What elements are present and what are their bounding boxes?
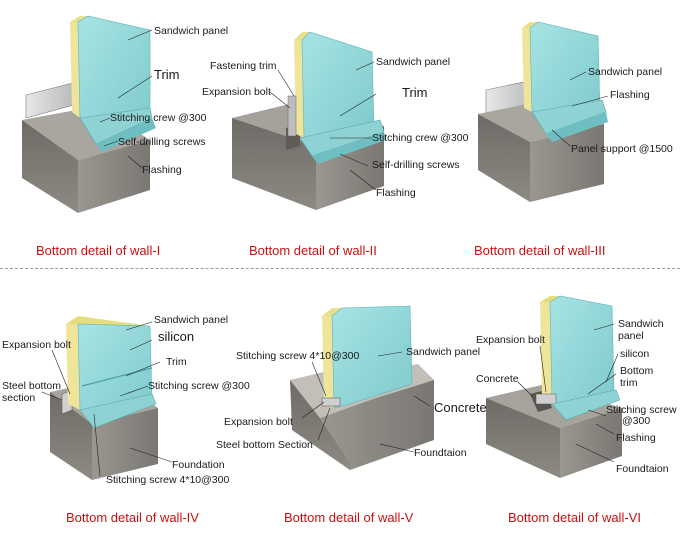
label-flashing: Flashing [616,432,656,444]
label-silicon: silicon [158,329,195,344]
label-expansion-bolt: Expansion bolt [2,339,71,351]
caption-wall-2: Bottom detail of wall-II [249,243,377,258]
wall-1-figure [22,15,156,213]
caption-wall-3: Bottom detail of wall-III [474,243,606,258]
label-sandwich-panel: Sandwich panel [154,25,229,37]
label-sandwich-panel: Sandwich panel [154,314,229,326]
caption-wall-5: Bottom detail of wall-V [284,510,414,525]
label-stitching-crew: Stitching crew @300 [372,132,469,144]
label-stitching-crew: Stitching crew @300 [110,112,207,124]
label-stitching-at300: @300 [622,415,651,427]
label-panel: panel [618,330,644,342]
wall-3-figure [478,21,609,202]
caption-wall-4: Bottom detail of wall-IV [66,510,199,525]
label-sandwich-panel: Sandwich panel [588,66,663,78]
label-concrete: Concrete [434,400,487,415]
label-trim: trim [620,377,638,389]
label-self-drilling-screws: Self-drilling screws [372,159,460,171]
wall-2-figure [232,31,386,210]
label-stitching-screw-4x10: Stitching screw 4*10@300 [236,350,360,362]
label-trim: Trim [402,85,428,100]
label-flashing: Flashing [610,89,650,101]
label-steel-bottom: Steel bottom [2,380,61,392]
label-self-drilling-screws: Self-drilling screws [118,136,206,148]
label-panel-support: Panel support @1500 [571,143,673,155]
label-foundation: Foundtaion [414,447,467,459]
wall-6-figure [486,295,622,478]
label-silicon: silicon [620,348,650,360]
label-flashing: Flashing [376,187,416,199]
label-flashing: Flashing [142,164,182,176]
section-divider [0,268,680,269]
label-foundation: Foundation [172,459,225,471]
label-expansion-bolt: Expansion bolt [224,416,293,428]
label-expansion-bolt: Expansion bolt [202,86,271,98]
label-expansion-bolt: Expansion bolt [476,334,545,346]
label-trim: Trim [154,67,180,82]
label-fastening-trim: Fastening trim [210,60,277,72]
label-stitching-screw-4x10: Stitching screw 4*10@300 [106,474,230,486]
label-bottom: Bottom [620,365,654,377]
label-stitching-screw: Stitching screw @300 [148,380,250,392]
wall-5-figure [290,305,434,470]
caption-wall-6: Bottom detail of wall-VI [508,510,641,525]
label-sandwich: Sandwich [618,318,664,330]
label-sandwich-panel: Sandwich panel [376,56,451,68]
caption-wall-1: Bottom detail of wall-I [36,243,161,258]
label-stitching-screw: Stitching screw [606,404,677,416]
label-steel-bottom-section: section [2,392,36,404]
label-trim: Trim [166,356,187,368]
label-sandwich-panel: Sandwich panel [406,346,481,358]
label-concrete: Concrete [476,373,519,385]
label-steel-bottom-section: Steel bottom Section [216,439,313,451]
wall-4-figure [41,316,173,480]
label-foundation: Foundtaion [616,463,669,475]
